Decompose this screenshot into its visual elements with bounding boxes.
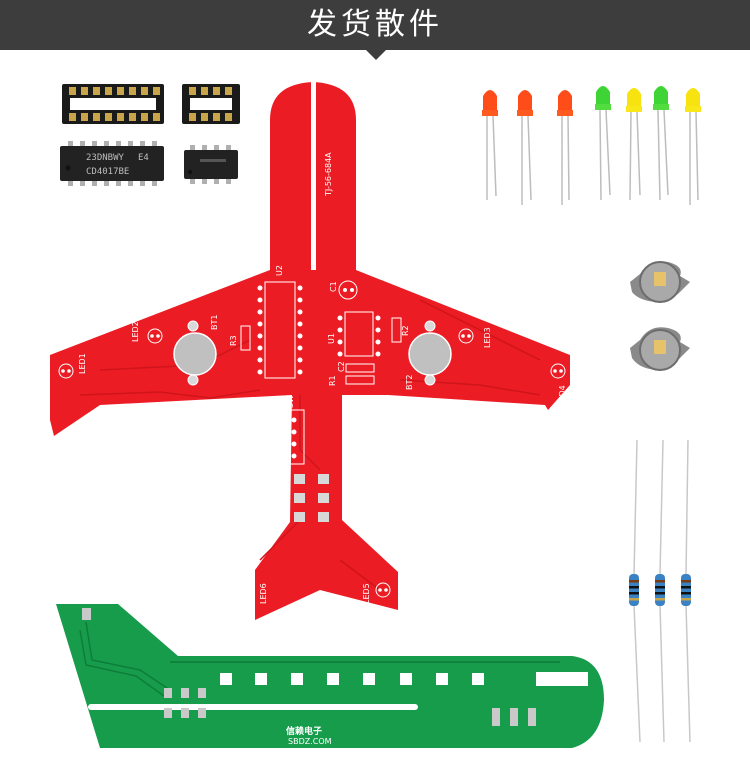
coin-cell-holder-1 bbox=[630, 261, 690, 303]
label-sw: SW bbox=[286, 395, 295, 408]
label-r2: R2 bbox=[401, 325, 410, 336]
ic-8pin bbox=[184, 145, 238, 184]
led-yellow-2 bbox=[685, 88, 701, 205]
label-led5: LED5 bbox=[362, 583, 371, 604]
led-green-1 bbox=[595, 86, 611, 201]
label-led1: LED1 bbox=[78, 353, 87, 374]
label-led2: LED2 bbox=[131, 321, 140, 342]
led-red-1 bbox=[482, 90, 498, 200]
label-led3: LED3 bbox=[483, 327, 492, 348]
ic-cd4017: 23DNBWY E4 CD4017BE bbox=[60, 141, 164, 186]
led-yellow-1 bbox=[626, 88, 642, 201]
label-part-code: TJ-56-684A bbox=[324, 152, 333, 197]
label-r1: R1 bbox=[328, 375, 337, 386]
label-c1: C1 bbox=[329, 281, 338, 292]
label-r3: R3 bbox=[229, 335, 238, 346]
label-u1: U1 bbox=[327, 333, 336, 344]
led-green-2 bbox=[653, 86, 669, 201]
resistor-1 bbox=[629, 439, 641, 743]
label-u2: U2 bbox=[275, 265, 284, 276]
fuselage-logo: 信赖电子 bbox=[286, 725, 322, 737]
title-banner bbox=[0, 0, 750, 50]
label-bt1: BT1 bbox=[210, 315, 219, 330]
resistor-2 bbox=[655, 439, 665, 743]
green-fuselage-pcb: 信赖电子 SBDZ.COM bbox=[56, 604, 604, 748]
banner-title: 发货散件 bbox=[307, 7, 443, 42]
chip-marking-2: CD4017BE bbox=[86, 167, 129, 177]
ic-socket-8pin bbox=[182, 84, 240, 124]
resistor-3 bbox=[681, 439, 691, 743]
fuselage-logo-sub: SBDZ.COM bbox=[288, 737, 332, 746]
chip-marking-3: E4 bbox=[138, 153, 149, 163]
label-led4: LED4 bbox=[558, 385, 567, 406]
red-airplane-pcb: LED1 LED2 LED3 LED4 LED5 LED6 BT1 BT2 U2… bbox=[50, 80, 570, 620]
label-bt2: BT2 bbox=[405, 375, 414, 390]
banner-pointer bbox=[366, 50, 386, 60]
coin-cell-holder-2 bbox=[630, 327, 690, 371]
label-c2: C2 bbox=[337, 361, 346, 372]
led-red-3 bbox=[557, 90, 573, 205]
label-led6: LED6 bbox=[259, 583, 268, 604]
led-red-2 bbox=[517, 90, 533, 205]
ic-socket-16pin bbox=[62, 84, 164, 124]
chip-marking-1: 23DNBWY bbox=[86, 153, 125, 163]
